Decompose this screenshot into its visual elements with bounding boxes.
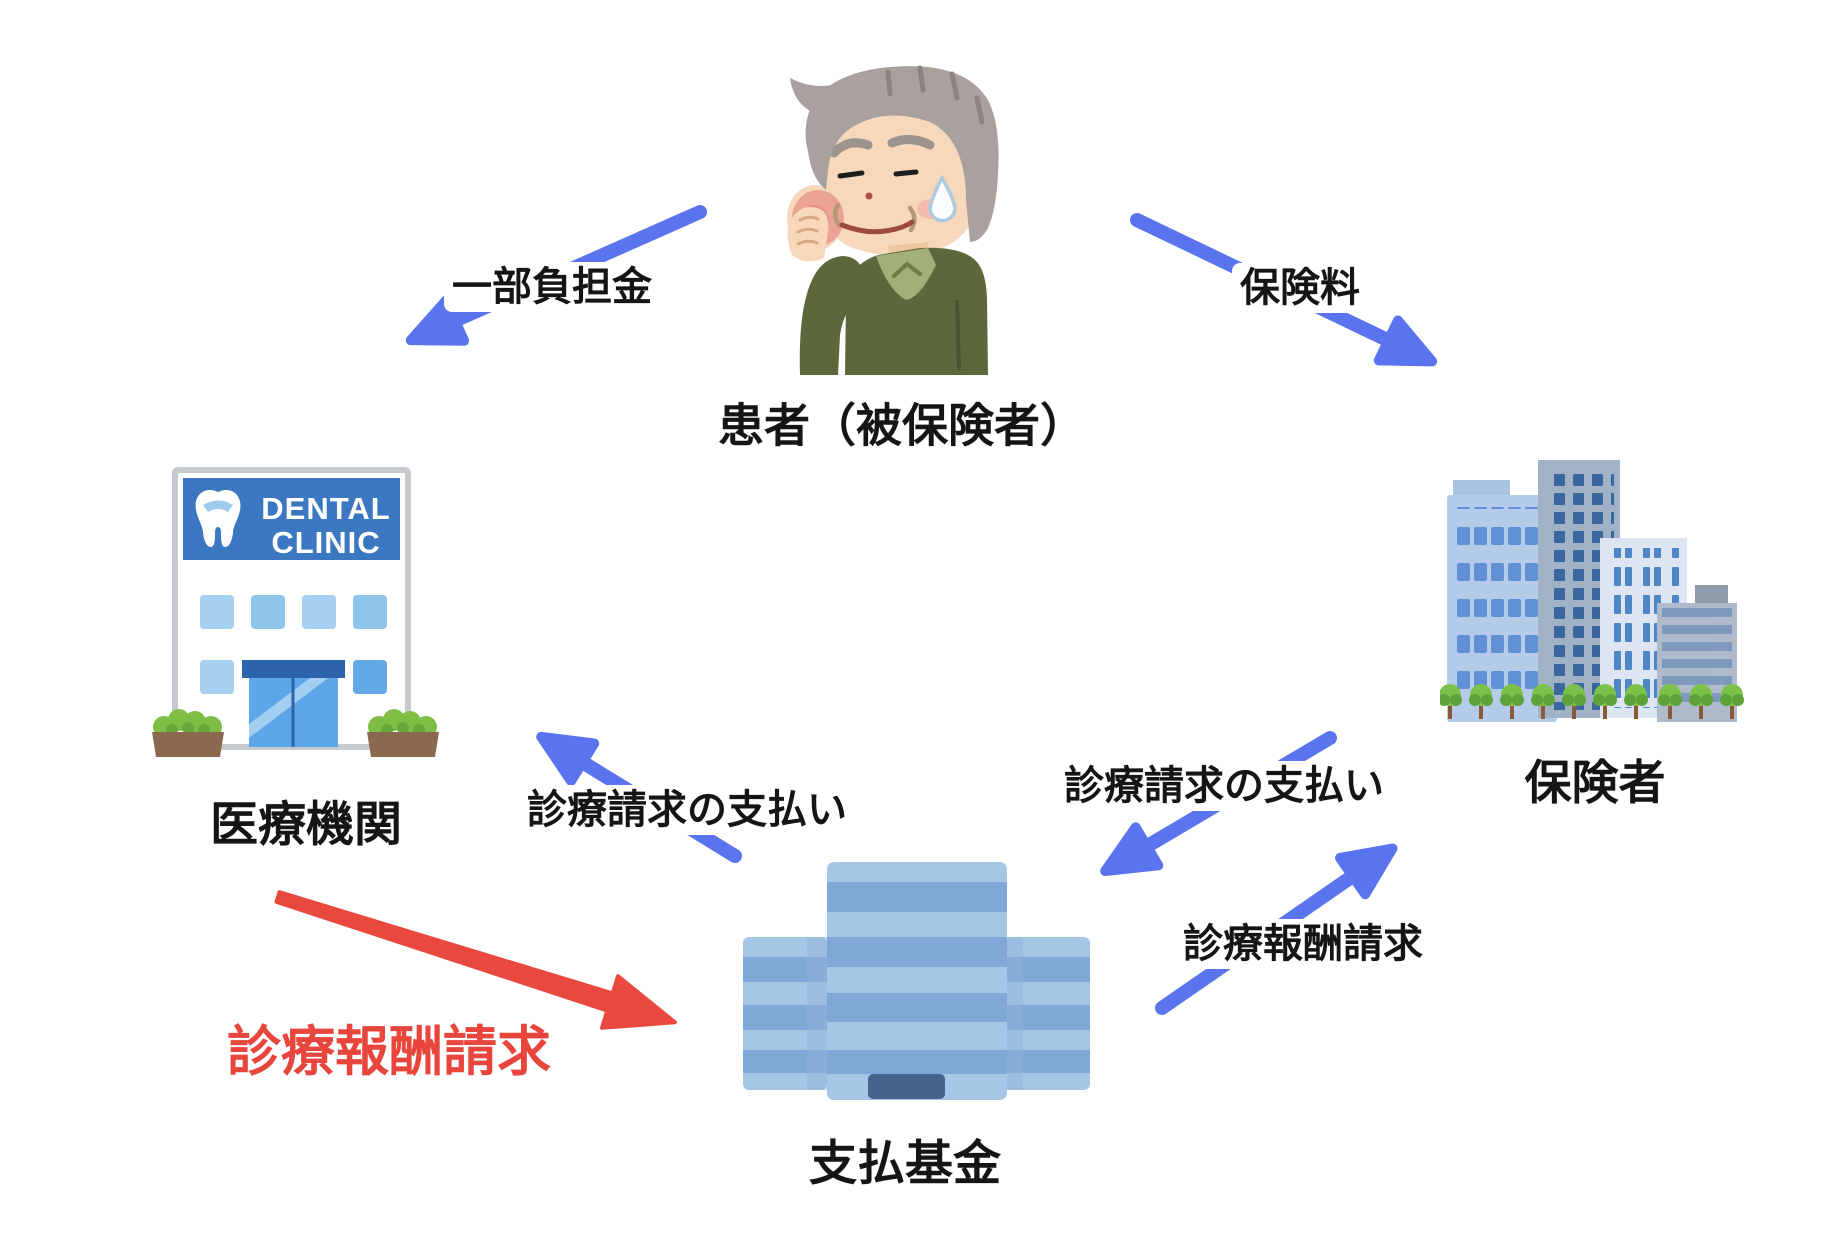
insurer-illustration <box>1440 460 1744 722</box>
sweat-drop-icon <box>928 174 957 223</box>
flow-label-copayment: 一部負担金 <box>444 262 660 312</box>
payment-fund-illustration <box>743 862 1090 1100</box>
patient-illustration <box>787 65 999 375</box>
payment-fund-label: 支払基金 <box>800 1134 1010 1194</box>
medical-institution-label: 医療機関 <box>201 795 411 855</box>
flow-label-premium: 保険料 <box>1232 263 1368 313</box>
entrance-door <box>868 1074 945 1099</box>
bush-left <box>152 709 224 757</box>
flow-label-fee-claim-to-insurer: 診療報酬請求 <box>1175 919 1431 969</box>
flow-label-fee-claim-to-fund-red: 診療報酬請求 <box>219 1018 559 1086</box>
tooth-icon <box>195 490 241 547</box>
bush-right <box>367 709 439 757</box>
clinic-sign-line1: DENTAL <box>261 491 390 526</box>
dental-clinic-illustration: DENTAL CLINIC <box>152 467 439 757</box>
arrow-claim-clinic-to-fund-red <box>274 890 677 1030</box>
clinic-sign-line2: CLINIC <box>271 525 380 560</box>
flow-label-claim-payment-to-fund: 診療請求の支払い <box>1056 761 1392 811</box>
patient-label: 患者（被保険者） <box>710 397 1094 455</box>
insurer-label: 保険者 <box>1516 753 1674 813</box>
flow-label-claim-payment-to-medical: 診療請求の支払い <box>519 785 855 835</box>
